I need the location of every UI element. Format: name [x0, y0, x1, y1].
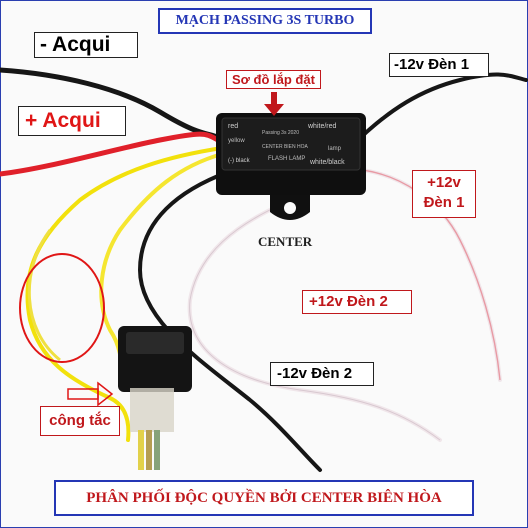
label-positive-battery: + Acqui: [18, 106, 126, 136]
label-pos-lamp-1-line1: +12v: [427, 174, 461, 191]
brand-label: CENTER: [258, 234, 313, 249]
module-text-white-black: white/black: [309, 159, 345, 166]
wire-red-stripe-lamp1: [361, 169, 501, 381]
module-text-white-red: white/red: [307, 123, 337, 130]
label-switch: công tắc: [40, 406, 120, 436]
module-text-passing: Passing 3s 2020: [262, 130, 299, 136]
wire-yellow-1: [25, 146, 224, 442]
label-install-diagram: Sơ đồ lắp đặt: [226, 70, 321, 89]
label-pos-lamp-2: +12v Đèn 2: [302, 290, 412, 314]
module-text-yellow: yellow: [228, 138, 245, 144]
wire-yellow-loop: [27, 229, 61, 362]
module-text-red: red: [228, 123, 238, 130]
module: [216, 113, 366, 220]
label-pos-lamp-1-line2: Đèn 1: [423, 194, 465, 211]
arrow-down-icon: [264, 92, 284, 116]
wire-white-lamp2-edge: [189, 184, 441, 441]
wire-red-battery: [0, 131, 225, 177]
module-text-flash: FLASH LAMP: [268, 156, 305, 162]
page-title: MẠCH PASSING 3S TURBO: [158, 8, 372, 34]
label-neg-lamp-2: -12v Đèn 2: [270, 362, 374, 386]
module-text-lamp: lamp: [328, 146, 342, 152]
highlight-ellipse: [19, 253, 105, 363]
label-pos-lamp-1: +12v Đèn 1: [412, 170, 476, 218]
wire-black-lamp1: [358, 72, 528, 140]
label-neg-lamp-1: -12v Đèn 1: [389, 53, 489, 77]
arrow-right-icon: [67, 381, 114, 407]
module-text-black: (-) black: [228, 158, 251, 164]
label-negative-battery: - Acqui: [34, 32, 138, 58]
wire-black-lamp2: [137, 170, 322, 472]
module-text-center: CENTER BIEN HOA: [262, 144, 309, 150]
switch-body: [118, 326, 192, 470]
footer-banner: PHÂN PHỐI ĐỘC QUYỀN BỞI CENTER BIÊN HÒA: [54, 480, 474, 516]
wire-yellow-2: [99, 152, 224, 382]
